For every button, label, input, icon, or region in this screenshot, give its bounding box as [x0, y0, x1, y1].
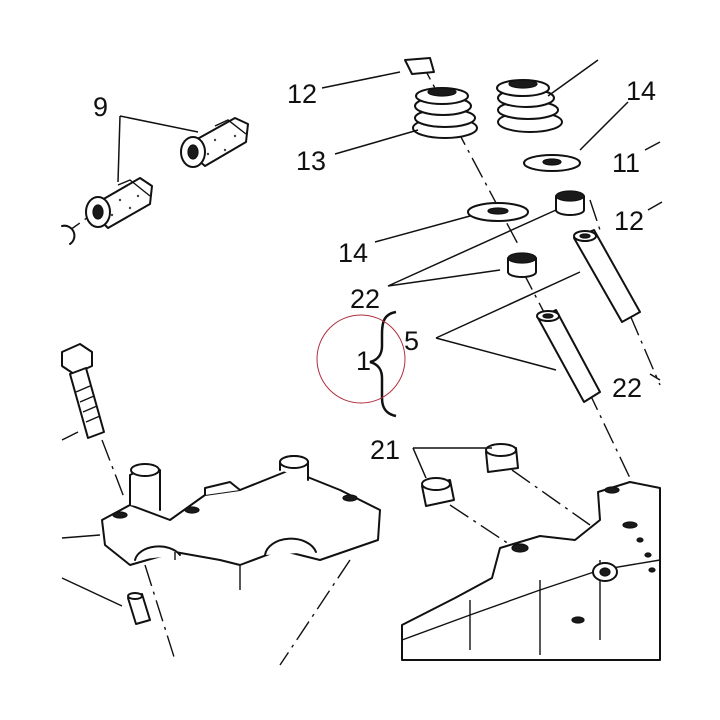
callout-21: 21 — [370, 435, 400, 465]
dowel-lower — [421, 477, 455, 507]
callout-9: 9 — [93, 92, 108, 122]
callout-12-right: 12 — [614, 206, 644, 236]
callout-1: 1 — [356, 346, 371, 376]
leader-lines — [61, 59, 663, 607]
callout-12-top: 12 — [287, 79, 317, 109]
callout-13: 13 — [296, 146, 326, 176]
locating-pin — [127, 592, 151, 625]
valve-spring-right — [496, 79, 563, 133]
group-brace — [369, 310, 397, 418]
dowel-upper — [485, 443, 519, 473]
rocker-roller-lower — [85, 177, 153, 229]
cylinder-head — [401, 481, 661, 661]
cam-bearing-cap — [101, 455, 381, 590]
cap-bolt — [61, 343, 105, 439]
valve-stem-seal-right — [555, 190, 585, 216]
spring-retainer-top — [404, 57, 435, 75]
callout-11: 11 — [612, 148, 640, 178]
callout-5: 5 — [404, 326, 419, 356]
shaft-end — [61, 224, 76, 245]
callout-labels: 9 12 13 14 11 12 14 22 5 1 22 21 — [93, 76, 656, 465]
callout-22-left: 22 — [350, 284, 380, 314]
rocker-roller-upper — [180, 117, 249, 168]
valve-spring-left — [412, 87, 478, 139]
spring-seat-left — [467, 202, 529, 222]
callout-14-right: 14 — [626, 76, 656, 106]
spring-seat-right — [523, 154, 581, 172]
callout-14-left: 14 — [338, 238, 368, 268]
valve-guide-right — [573, 229, 641, 323]
highlight-circle — [316, 314, 406, 404]
valve-stem-seal-left — [507, 252, 537, 278]
valve-guide-left — [536, 309, 601, 403]
callout-22-right: 22 — [612, 373, 642, 403]
